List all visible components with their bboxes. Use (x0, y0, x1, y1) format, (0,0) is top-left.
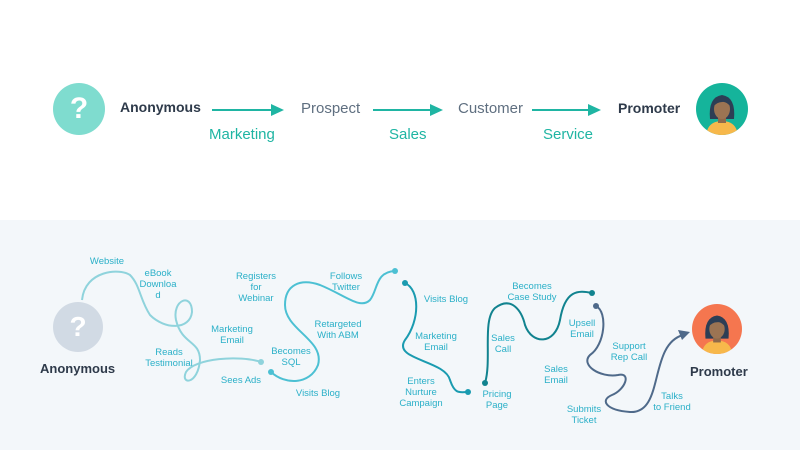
anonymous-avatar: ? (53, 83, 105, 135)
promoter-avatar (696, 83, 748, 135)
step-label: Reads Testimonial (145, 347, 193, 369)
step-label: Retargeted With ABM (314, 319, 362, 341)
journey-anonymous-avatar: ? (53, 302, 103, 352)
customer-journey (0, 220, 800, 450)
journey-start-label: Anonymous (40, 361, 116, 376)
end-label: Promoter (618, 100, 681, 116)
transition-sales: Sales (389, 126, 427, 143)
transition-marketing: Marketing (209, 126, 275, 143)
arrow-head (271, 104, 284, 116)
step-label: Support Rep Call (610, 341, 648, 363)
step-label: Submits Ticket (566, 404, 602, 426)
journey-end-label: Promoter (690, 364, 748, 379)
step-label: Visits Blog (423, 294, 469, 305)
step-label: Marketing Email (211, 324, 253, 346)
question-mark-icon: ? (69, 311, 87, 342)
stage-prospect: Prospect (301, 100, 361, 117)
step-label: Website (89, 256, 125, 267)
step-label: eBook Downloa d (139, 268, 177, 301)
step-label: Pricing Page (482, 389, 512, 411)
arrow-head (430, 104, 443, 116)
person-avatar-icon (696, 83, 748, 135)
step-label: Talks to Friend (653, 391, 691, 413)
step-label: Becomes SQL (271, 346, 311, 368)
step-label: Sales Call (491, 333, 515, 355)
step-label: Upsell Email (568, 318, 596, 340)
lifecycle-overview: ? Anonymous Prospect Customer Promoter M… (0, 0, 800, 220)
start-label: Anonymous (120, 99, 201, 115)
question-mark-icon: ? (69, 92, 89, 125)
flow-arrows (212, 104, 601, 116)
stage-customer: Customer (458, 100, 524, 117)
step-label: Sees Ads (220, 375, 262, 386)
person-avatar-icon (692, 304, 742, 354)
step-label: Sales Email (544, 364, 568, 386)
transition-service: Service (543, 126, 594, 143)
step-label: Enters Nurture Campaign (399, 376, 443, 409)
step-label: Registers for Webinar (235, 271, 277, 304)
step-label: Visits Blog (295, 388, 341, 399)
step-label: Marketing Email (415, 331, 457, 353)
step-label: Follows Twitter (329, 271, 363, 293)
step-label: Becomes Case Study (507, 281, 557, 303)
arrow-head (588, 104, 601, 116)
journey-promoter-avatar (692, 304, 742, 354)
